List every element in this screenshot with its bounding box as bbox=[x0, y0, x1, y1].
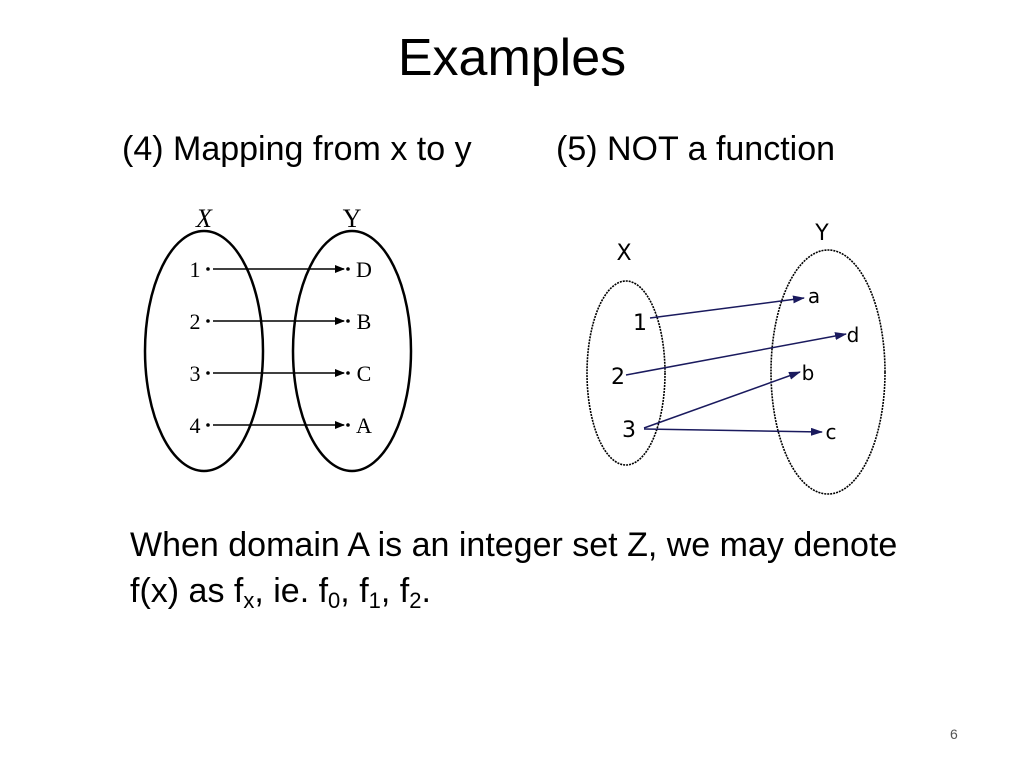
note-text: , f bbox=[340, 572, 369, 610]
left-codomain-ellipse bbox=[291, 229, 413, 473]
left-x-element: 1 bbox=[190, 257, 201, 282]
left-y-dot bbox=[346, 319, 350, 323]
note-text: , ie. f bbox=[254, 572, 329, 610]
left-y-element: A bbox=[356, 413, 372, 438]
right-domain-ellipse bbox=[586, 280, 666, 466]
left-x-element: 3 bbox=[190, 361, 201, 386]
subscript: 0 bbox=[328, 588, 341, 613]
page-number: 6 bbox=[950, 726, 958, 742]
right-y-element: c bbox=[826, 420, 837, 444]
example-5-heading: (5) NOT a function bbox=[556, 130, 836, 168]
left-y-element: B bbox=[357, 309, 372, 334]
right-mapping-arrow bbox=[649, 295, 805, 319]
left-y-element: D bbox=[356, 257, 372, 282]
note-text: f(x) as f bbox=[130, 572, 244, 610]
right-mapping-arrow bbox=[625, 332, 847, 376]
right-codomain-ellipse bbox=[770, 249, 886, 495]
left-mapping-diagram: X Y 1 2 3 4 D B C A bbox=[143, 204, 413, 473]
right-mapping-arrow bbox=[643, 427, 823, 436]
right-mapping-arrow bbox=[643, 371, 801, 429]
subscript: 1 bbox=[368, 588, 381, 613]
left-y-dot bbox=[346, 371, 350, 375]
right-set-x-label: X bbox=[616, 241, 631, 266]
left-x-dot bbox=[206, 267, 210, 271]
right-mapping-diagram: X Y 1 2 3 a d b c bbox=[586, 221, 886, 495]
left-y-element: C bbox=[357, 361, 372, 386]
left-x-element: 2 bbox=[190, 309, 201, 334]
left-set-y-label: Y bbox=[343, 204, 362, 233]
right-y-element: b bbox=[802, 361, 815, 385]
note-text: , f bbox=[380, 572, 410, 610]
left-x-dot bbox=[206, 319, 210, 323]
left-domain-ellipse bbox=[143, 229, 265, 473]
note-line-1: When domain A is an integer set Z, we ma… bbox=[130, 526, 898, 564]
note-text: . bbox=[421, 572, 431, 610]
right-y-element: a bbox=[808, 284, 820, 308]
slide-title: Examples bbox=[397, 29, 627, 87]
right-y-element: d bbox=[847, 323, 860, 347]
note-line-2: f(x) as fx, ie. f0, f1, f2. bbox=[130, 568, 897, 614]
subscript: 2 bbox=[409, 588, 422, 613]
left-x-element: 4 bbox=[190, 413, 201, 438]
left-y-dot bbox=[346, 423, 350, 427]
right-set-y-label: Y bbox=[814, 221, 829, 246]
left-set-x-label: X bbox=[195, 204, 213, 233]
right-x-element: 1 bbox=[633, 311, 647, 336]
subscript: x bbox=[243, 588, 255, 613]
right-x-element: 3 bbox=[622, 418, 636, 443]
right-x-element: 2 bbox=[611, 365, 625, 390]
left-y-dot bbox=[346, 267, 350, 271]
left-x-dot bbox=[206, 423, 210, 427]
integer-domain-note: When domain A is an integer set Z, we ma… bbox=[130, 522, 897, 614]
example-4-heading: (4) Mapping from x to y bbox=[122, 130, 472, 168]
left-x-dot bbox=[206, 371, 210, 375]
